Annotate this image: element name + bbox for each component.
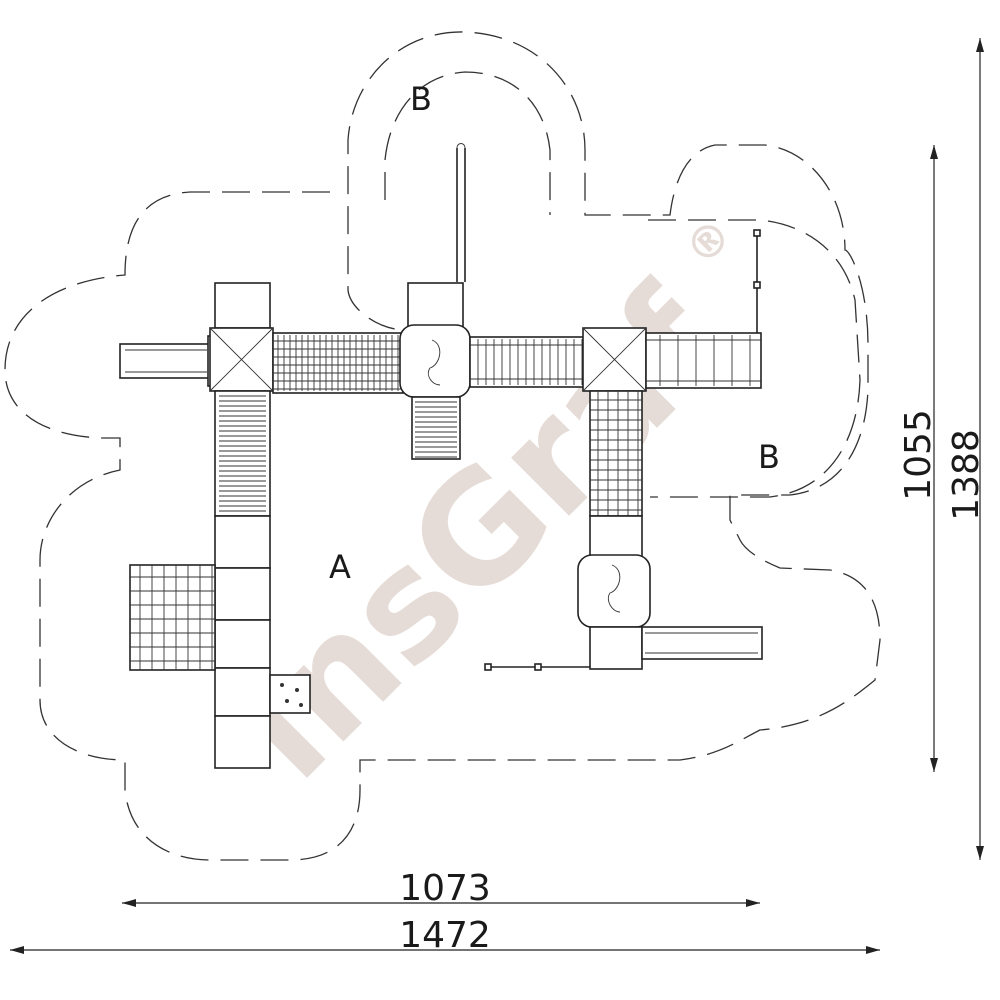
horizontal-ladder-rungs — [646, 335, 761, 386]
deck-panel-right-2 — [589, 626, 643, 670]
watermark-registered-mark: ® — [675, 209, 742, 276]
ramp-rungs-left — [219, 395, 266, 512]
ramp-ladder-left — [214, 390, 271, 517]
climbing-net-left — [129, 564, 216, 671]
horizontal-ladder-right — [645, 332, 762, 389]
dimension-width-outer: 1472 — [399, 915, 491, 956]
equipment — [119, 143, 763, 769]
climbing-net-right — [589, 390, 643, 517]
deck-panel-5 — [214, 715, 271, 769]
climbing-net-grid — [130, 565, 215, 670]
ladder-center-rungs — [415, 401, 457, 458]
deck-panel-4 — [214, 667, 271, 717]
watermark: insGraf ® — [201, 209, 757, 813]
climbing-wall — [269, 674, 311, 714]
dimension-height-inner: 1055 — [898, 409, 939, 501]
zone-label-b-top: B — [410, 80, 432, 118]
zone-label-a: A — [329, 548, 351, 586]
slide-right — [641, 626, 763, 660]
ladder-center — [411, 396, 461, 460]
dimension-width-inner: 1073 — [399, 868, 491, 909]
roof-panel-center — [407, 282, 464, 329]
dimension-width: 1073 1472 — [10, 868, 880, 956]
climbing-net-right-grid — [590, 391, 642, 516]
deck-panel-1 — [214, 515, 271, 569]
bridge-net-grid — [273, 335, 403, 391]
safety-zone-main — [4, 31, 881, 861]
roof-panel-left — [214, 282, 271, 329]
bridge-rope-slats — [470, 339, 585, 385]
safety-zones — [4, 31, 881, 861]
dimension-height-outer: 1388 — [946, 429, 987, 521]
deck-panel-right-1 — [589, 515, 643, 559]
deck-panel-3 — [214, 619, 271, 669]
safety-zone-b-top — [384, 71, 551, 215]
dimension-height: 1055 1388 — [898, 38, 987, 860]
slide-left — [119, 343, 213, 379]
bridge-rope-right — [469, 336, 586, 388]
tower-center-roof — [399, 324, 471, 398]
deck-panel-2 — [214, 567, 271, 621]
fire-pole — [456, 148, 466, 282]
zone-label-b-right: B — [758, 438, 780, 476]
safety-zone-b-right — [648, 219, 861, 498]
